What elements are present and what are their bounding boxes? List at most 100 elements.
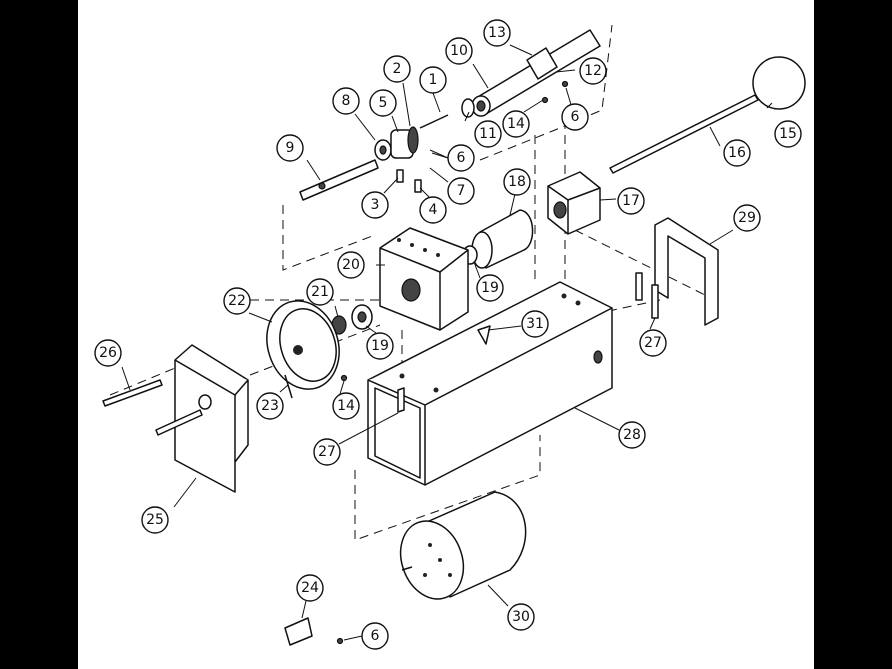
svg-text:11: 11 bbox=[479, 126, 497, 142]
svg-text:27: 27 bbox=[644, 335, 662, 351]
callout-1: 1 bbox=[419, 66, 447, 94]
screw-6-bottom bbox=[336, 637, 344, 645]
callout-2: 2 bbox=[383, 55, 411, 83]
rod-16 bbox=[609, 94, 759, 174]
screw-14 bbox=[541, 96, 549, 104]
callouts: 1 2 3 4 5 6 6 6 7 8 9 10 11 12 13 14 14 … bbox=[94, 19, 802, 650]
svg-text:19: 19 bbox=[481, 280, 499, 296]
callout-6-lower: 6 bbox=[361, 622, 389, 650]
svg-text:14: 14 bbox=[337, 398, 355, 414]
callout-27-left: 27 bbox=[313, 438, 341, 466]
bracket-29 bbox=[654, 217, 719, 326]
callout-27-right: 27 bbox=[639, 329, 667, 357]
callout-18: 18 bbox=[503, 168, 531, 196]
callout-31: 31 bbox=[521, 310, 549, 338]
svg-text:14: 14 bbox=[507, 116, 525, 132]
screw-31 bbox=[477, 325, 491, 345]
callout-19-upper: 19 bbox=[476, 274, 504, 302]
leader-lines bbox=[121, 44, 773, 641]
svg-text:10: 10 bbox=[450, 43, 468, 59]
knob-15 bbox=[752, 56, 806, 110]
svg-text:18: 18 bbox=[508, 174, 526, 190]
end-plate-assembly bbox=[102, 344, 249, 493]
key-4 bbox=[414, 179, 422, 193]
svg-text:7: 7 bbox=[457, 183, 466, 199]
callout-21: 21 bbox=[306, 278, 334, 306]
callout-22: 22 bbox=[223, 287, 251, 315]
flange-2 bbox=[407, 126, 419, 154]
nut-13 bbox=[526, 47, 558, 80]
svg-text:22: 22 bbox=[228, 293, 246, 309]
callout-26: 26 bbox=[94, 339, 122, 367]
svg-text:16: 16 bbox=[728, 145, 746, 161]
callout-24: 24 bbox=[296, 574, 324, 602]
svg-text:5: 5 bbox=[379, 95, 388, 111]
svg-text:6: 6 bbox=[457, 150, 466, 166]
callout-9: 9 bbox=[276, 134, 304, 162]
shaft-9 bbox=[299, 159, 379, 201]
diagram-canvas: 1 2 3 4 5 6 6 6 7 8 9 10 11 12 13 14 14 … bbox=[94, 19, 806, 650]
motor-18 bbox=[479, 209, 534, 269]
motor-assembly bbox=[284, 491, 527, 646]
svg-text:9: 9 bbox=[286, 140, 295, 156]
svg-text:1: 1 bbox=[429, 72, 438, 88]
callout-11: 11 bbox=[474, 120, 502, 148]
key-3 bbox=[396, 169, 404, 183]
block-20 bbox=[379, 227, 469, 331]
callout-10: 10 bbox=[445, 37, 473, 65]
callout-6-middle: 6 bbox=[447, 144, 475, 172]
callout-15: 15 bbox=[774, 120, 802, 148]
callout-5: 5 bbox=[369, 89, 397, 117]
svg-text:19: 19 bbox=[371, 338, 389, 354]
callout-7: 7 bbox=[447, 177, 475, 205]
callout-12: 12 bbox=[579, 57, 607, 85]
callout-17: 17 bbox=[617, 187, 645, 215]
callout-23: 23 bbox=[256, 392, 284, 420]
bracket-assembly bbox=[635, 217, 719, 326]
callout-14-lower: 14 bbox=[332, 392, 360, 420]
svg-text:13: 13 bbox=[488, 25, 506, 41]
svg-text:6: 6 bbox=[371, 628, 380, 644]
callout-19-lower: 19 bbox=[366, 332, 394, 360]
pulley-assembly bbox=[266, 300, 348, 399]
callout-30: 30 bbox=[507, 603, 535, 631]
svg-text:4: 4 bbox=[429, 202, 438, 218]
callout-16: 16 bbox=[723, 139, 751, 167]
callout-3: 3 bbox=[361, 191, 389, 219]
svg-text:12: 12 bbox=[584, 63, 602, 79]
motor-shaft-assembly bbox=[299, 114, 449, 201]
clip-24 bbox=[284, 617, 313, 646]
svg-text:21: 21 bbox=[311, 284, 329, 300]
callout-14-upper: 14 bbox=[502, 110, 530, 138]
screw-27-right bbox=[635, 272, 643, 301]
gear-housing bbox=[331, 209, 534, 335]
svg-text:6: 6 bbox=[571, 109, 580, 125]
svg-text:15: 15 bbox=[779, 126, 797, 142]
callout-4: 4 bbox=[419, 196, 447, 224]
svg-text:27: 27 bbox=[318, 444, 336, 460]
callout-8: 8 bbox=[332, 87, 360, 115]
callout-6-upper: 6 bbox=[561, 103, 589, 131]
svg-text:23: 23 bbox=[261, 398, 279, 414]
svg-text:3: 3 bbox=[371, 197, 380, 213]
main-housing bbox=[367, 281, 613, 486]
callout-13: 13 bbox=[483, 19, 511, 47]
svg-text:31: 31 bbox=[526, 316, 544, 332]
svg-text:24: 24 bbox=[301, 580, 319, 596]
block-17 bbox=[547, 171, 601, 235]
pin-1 bbox=[419, 114, 449, 129]
upper-shaft-assembly bbox=[461, 29, 601, 118]
svg-text:20: 20 bbox=[342, 257, 360, 273]
exploded-diagram: 1 2 3 4 5 6 6 6 7 8 9 10 11 12 13 14 14 … bbox=[78, 0, 814, 669]
svg-text:17: 17 bbox=[622, 193, 640, 209]
callout-28: 28 bbox=[618, 421, 646, 449]
callout-20: 20 bbox=[337, 251, 365, 279]
handle-assembly bbox=[547, 56, 806, 235]
screw-26 bbox=[102, 379, 163, 407]
callout-29: 29 bbox=[733, 204, 761, 232]
screw-6-top bbox=[561, 80, 569, 88]
svg-text:25: 25 bbox=[146, 512, 164, 528]
svg-text:29: 29 bbox=[738, 210, 756, 226]
svg-text:2: 2 bbox=[393, 61, 402, 77]
svg-text:28: 28 bbox=[623, 427, 641, 443]
